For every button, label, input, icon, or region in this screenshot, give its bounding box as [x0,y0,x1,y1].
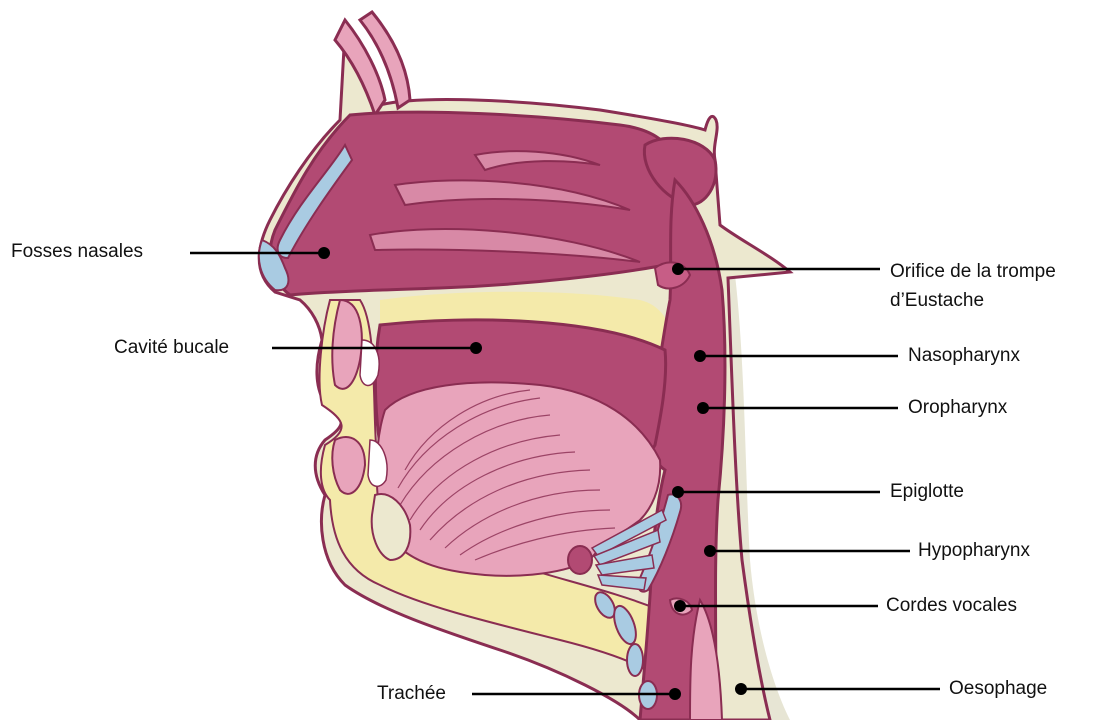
label-oesophage: Oesophage [949,677,1047,701]
leader-dot-oesophage [735,683,747,695]
leader-dot-oropharynx [697,402,709,414]
label-trompe-line1: Orifice de la trompe [890,260,1056,284]
label-trachee: Trachée [377,682,446,706]
leader-dot-epiglotte [672,486,684,498]
label-cavite-buccale: Cavité bucale [114,336,229,360]
label-cordes-vocales: Cordes vocales [886,594,1017,618]
label-trompe-line2: d’Eustache [890,289,984,313]
leader-dot-cavite-buccale [470,342,482,354]
leader-dot-fosses-nasales [318,247,330,259]
leader-dot-cordes-vocales [674,600,686,612]
leader-dot-trachee [669,688,681,700]
label-hypopharynx: Hypopharynx [918,539,1030,563]
label-epiglotte: Epiglotte [890,480,964,504]
label-oropharynx: Oropharynx [908,396,1007,420]
hyoid-bone [568,546,592,574]
leader-dot-trompe [672,263,684,275]
leader-dot-nasopharynx [694,350,706,362]
label-nasopharynx: Nasopharynx [908,344,1020,368]
lower-lip [332,437,365,494]
nasal-cavity [270,112,680,295]
label-fosses-nasales: Fosses nasales [11,240,143,264]
leader-dot-hypopharynx [704,545,716,557]
